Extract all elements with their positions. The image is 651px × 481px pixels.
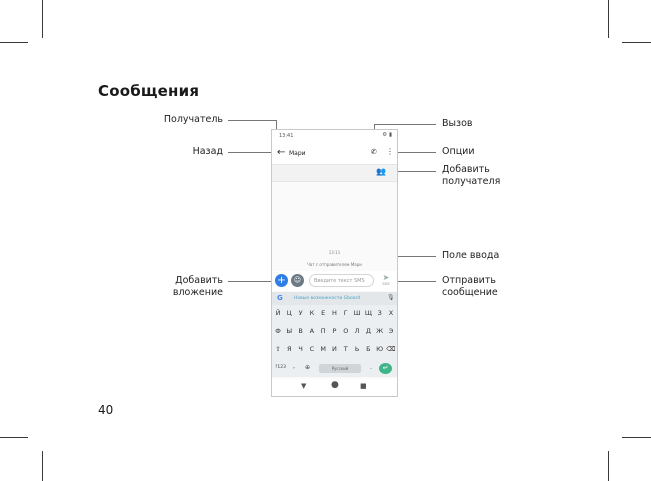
keyboard-key[interactable]: ⇧ <box>275 345 281 353</box>
callout-send: Отправить сообщение <box>442 275 498 298</box>
keyboard-suggestion[interactable]: Новые возможности Gboard <box>294 296 361 301</box>
keyboard-key[interactable]: Л <box>354 327 360 335</box>
nav-home-icon[interactable]: ● <box>331 380 339 390</box>
keyboard-key[interactable]: В <box>298 327 303 335</box>
send-label: SMS <box>382 282 390 286</box>
keyboard-key[interactable]: Ь <box>354 345 360 353</box>
message-input[interactable]: Введите текст SMS <box>309 274 374 287</box>
page-number: 40 <box>98 403 114 417</box>
sticker-icon[interactable]: ☺ <box>291 274 304 287</box>
leader-line <box>228 152 275 153</box>
crop-mark <box>42 0 43 38</box>
nav-bar: ▼ ● ■ <box>272 379 397 396</box>
keyboard-suggestion-bar: G Новые возможности Gboard 🎙 <box>272 292 397 305</box>
crop-mark <box>622 42 651 43</box>
keyboard-key[interactable]: Е <box>321 309 326 317</box>
leader-line <box>392 152 436 153</box>
nav-back-icon[interactable]: ▼ <box>301 382 307 390</box>
keyboard-key[interactable]: Ч <box>298 345 303 353</box>
comma-key[interactable]: , <box>293 363 295 370</box>
back-arrow-icon[interactable]: ← <box>277 147 286 158</box>
message-date: 13:11 <box>328 250 341 255</box>
add-recipient-bar: 👥 <box>272 165 397 182</box>
callout-add-recipient: Добавить получателя <box>442 164 501 187</box>
compose-row: + ☺ Введите текст SMS ➤ SMS <box>272 271 397 291</box>
leader-line <box>228 120 276 121</box>
keyboard-key[interactable]: О <box>343 327 349 335</box>
message-status: Чат с отправителем Мари <box>307 262 362 267</box>
crop-mark <box>42 451 43 481</box>
keyboard-key[interactable]: Р <box>332 327 337 335</box>
phone-screen: 13:41 ⚙ ▮ ← Мари ✆ ⋮ 👥 13:11 Чат с отпра… <box>271 129 398 397</box>
globe-icon[interactable]: ⊕ <box>305 364 311 371</box>
keyboard-key[interactable]: Ю <box>376 345 384 353</box>
crop-mark <box>622 437 651 438</box>
numbers-key[interactable]: ?123 <box>275 365 286 370</box>
callout-call: Вызов <box>442 118 473 129</box>
enter-icon[interactable]: ↵ <box>379 363 392 374</box>
keyboard-key[interactable]: Ц <box>286 309 292 317</box>
recipient-name[interactable]: Мари <box>289 150 306 157</box>
keyboard-key[interactable]: Т <box>343 345 348 353</box>
status-icons: ⚙ ▮ <box>382 132 392 138</box>
keyboard-key[interactable]: У <box>298 309 303 317</box>
callout-input-field: Поле ввода <box>442 250 500 261</box>
crop-mark <box>0 437 28 438</box>
keyboard-key[interactable]: Ф <box>275 327 281 335</box>
leader-line <box>228 281 274 282</box>
page-title: Сообщения <box>98 82 200 100</box>
keyboard-key[interactable]: И <box>332 345 337 353</box>
keyboard-key[interactable]: Х <box>388 309 394 317</box>
keyboard-key[interactable]: Э <box>388 327 394 335</box>
status-bar: 13:41 ⚙ ▮ <box>272 130 397 144</box>
crop-mark <box>608 451 609 481</box>
callout-back: Назад <box>192 146 223 157</box>
leader-line <box>386 171 436 172</box>
send-button[interactable]: ➤ SMS <box>378 273 394 286</box>
keyboard-key[interactable]: Щ <box>364 309 372 317</box>
crop-mark <box>0 42 28 43</box>
add-attachment-button[interactable]: + <box>275 274 288 287</box>
keyboard-key[interactable]: ⌫ <box>386 345 396 353</box>
leader-line <box>373 256 436 257</box>
keyboard-key[interactable]: А <box>309 327 315 335</box>
keyboard-key[interactable]: Ы <box>286 327 293 335</box>
callout-attach: Добавить вложение <box>172 275 223 298</box>
more-options-icon[interactable]: ⋮ <box>386 147 394 156</box>
keyboard-key[interactable]: З <box>377 309 382 317</box>
keyboard-key[interactable]: С <box>309 345 315 353</box>
keyboard-key[interactable]: Й <box>275 309 281 317</box>
keyboard-key[interactable]: Г <box>343 309 348 317</box>
nav-recent-icon[interactable]: ■ <box>360 382 367 390</box>
keyboard-key[interactable]: К <box>309 309 315 317</box>
send-icon: ➤ <box>382 273 390 282</box>
leader-line <box>374 124 436 125</box>
keyboard-bottom-row: ?123 , ⊕ Русский . ↵ <box>272 363 397 375</box>
add-people-icon[interactable]: 👥 <box>376 167 386 176</box>
keyboard-key[interactable]: Я <box>287 345 292 353</box>
leader-line <box>392 281 436 282</box>
period-key[interactable]: . <box>370 364 372 371</box>
app-bar: ← Мари ✆ ⋮ <box>272 144 397 165</box>
keyboard-key[interactable]: Д <box>365 327 371 335</box>
keyboard-key[interactable]: П <box>320 327 326 335</box>
crop-mark <box>608 0 609 38</box>
leader-line <box>276 120 277 132</box>
keyboard-key[interactable]: Ш <box>353 309 361 317</box>
keyboard-key[interactable]: Н <box>332 309 337 317</box>
phone-icon[interactable]: ✆ <box>371 148 377 156</box>
status-time: 13:41 <box>279 133 294 139</box>
callout-options: Опции <box>442 146 475 157</box>
mic-icon[interactable]: 🎙 <box>387 294 395 301</box>
keyboard-key[interactable]: М <box>320 345 326 353</box>
google-g-icon[interactable]: G <box>277 294 283 302</box>
callout-recipient: Получатель <box>163 114 223 125</box>
space-key[interactable]: Русский <box>319 364 361 373</box>
keyboard-key[interactable]: Б <box>366 345 371 353</box>
keyboard-key[interactable]: Ж <box>376 327 384 335</box>
